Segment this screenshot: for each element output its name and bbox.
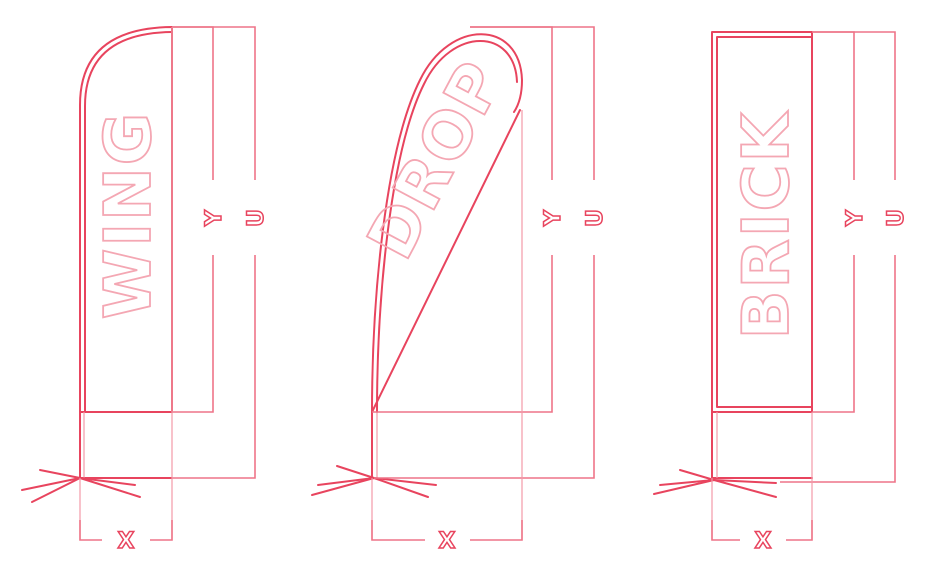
wing-y-label: Y — [202, 209, 227, 227]
brick-x-label: X — [755, 529, 772, 554]
brick-flag-group: BRICK X Y U — [653, 31, 910, 555]
brick-flag-label: BRICK — [730, 110, 804, 339]
wing-feet — [21, 469, 141, 503]
drop-flag-outline — [371, 33, 523, 413]
brick-x-dimension — [711, 520, 813, 541]
wing-flag-label: WING — [92, 111, 166, 320]
drop-x-label: X — [439, 529, 456, 554]
wing-x-dimension — [79, 520, 173, 541]
drop-flag-group: DROP X Y U — [311, 26, 609, 555]
drop-u-dimension — [374, 26, 595, 479]
brick-feet — [653, 469, 777, 498]
wing-u-dimension — [172, 26, 256, 479]
brick-flag-inner-outline — [716, 36, 813, 408]
drop-feet — [311, 465, 437, 498]
drop-y-label: Y — [541, 209, 566, 227]
wing-base-box — [79, 411, 173, 479]
drop-x-dimension — [371, 520, 523, 541]
drop-flag-label: DROP — [354, 49, 519, 271]
wing-x-label: X — [118, 529, 135, 554]
drop-flag-inner-outline — [376, 40, 518, 413]
drop-u-label: U — [583, 209, 608, 227]
wing-flag-inner-outline — [84, 31, 173, 413]
wing-flag-group: WING X Y U — [21, 26, 270, 555]
brick-u-dimension — [780, 31, 896, 483]
brick-y-label: Y — [843, 209, 868, 227]
brick-u-label: U — [884, 209, 909, 227]
brick-base-box — [711, 411, 813, 479]
wing-u-label: U — [244, 209, 269, 227]
